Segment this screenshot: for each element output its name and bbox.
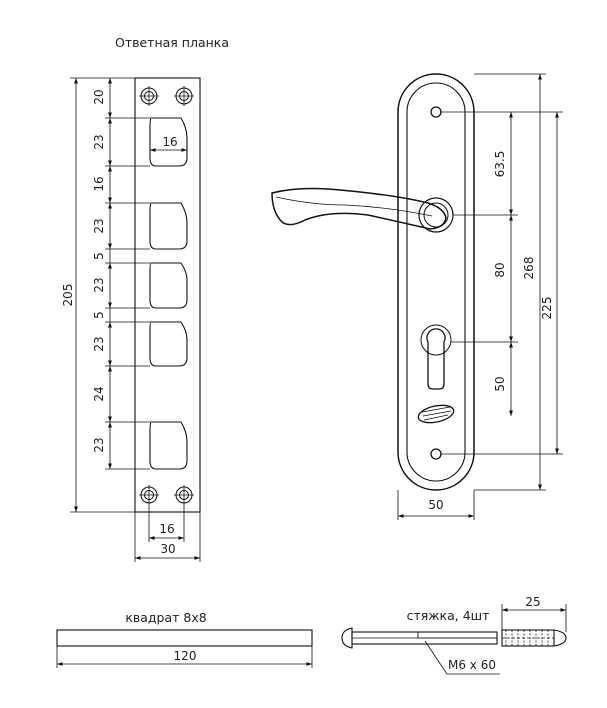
- tie-bolt: стяжка, 4шт 25 М6 х 60: [341, 595, 567, 675]
- tie-bolt-title: стяжка, 4шт: [407, 608, 490, 623]
- lever-handle: [271, 187, 447, 230]
- dim-label-225: 225: [540, 297, 554, 320]
- sleeve-thread-hatch: [502, 630, 554, 646]
- dim-label-16-bottom: 16: [159, 522, 174, 536]
- thumb-turn-icon: [417, 404, 455, 424]
- strike-slot: [149, 321, 188, 367]
- dim-label-50-width: 50: [428, 498, 443, 512]
- thread-label: М6 х 60: [448, 658, 496, 672]
- dim-label-5: 5: [92, 252, 106, 260]
- dim-label-120: 120: [174, 649, 197, 663]
- square-bar-title: квадрат 8х8: [125, 610, 206, 625]
- dim-label-30: 30: [160, 542, 175, 556]
- dim-label-20: 20: [92, 89, 106, 104]
- dim-label-23: 23: [92, 437, 106, 452]
- strike-slot: [149, 421, 188, 470]
- bolt-head: [341, 627, 353, 649]
- bolt-thread: [417, 631, 498, 639]
- strike-slot: [149, 262, 188, 309]
- screw-hole-icon: [139, 86, 159, 106]
- backplate-outer: [397, 73, 475, 491]
- strike-plate-outline: [134, 77, 201, 513]
- dim-label-50v: 50: [493, 376, 507, 391]
- keyhole-rosette: [420, 324, 452, 356]
- dim-label-23: 23: [92, 218, 106, 233]
- square-bar-outline: [56, 629, 313, 647]
- square-bar: квадрат 8х8 120: [56, 610, 313, 668]
- bottom-extension-lines: [134, 505, 201, 562]
- strike-slot: [149, 117, 188, 167]
- leader-line: [424, 640, 500, 675]
- dim-label-slot-width: 16: [162, 135, 177, 149]
- dim-label-80: 80: [493, 262, 507, 277]
- dim-label-16: 16: [92, 176, 106, 191]
- dim-label-63-5: 63.5: [493, 151, 507, 178]
- keyhole-icon: [426, 328, 446, 390]
- handle-plate: 63.5 80 50 268 225 50: [271, 73, 563, 520]
- dim-label-23: 23: [92, 134, 106, 149]
- dim-label-23: 23: [92, 277, 106, 292]
- strike-plate: Ответная планка: [61, 35, 229, 562]
- dim-label-268: 268: [522, 257, 536, 280]
- screw-hole-icon: [430, 448, 442, 460]
- screw-hole-icon: [430, 106, 442, 118]
- dim-label-5: 5: [92, 311, 106, 319]
- handle-rosette-inner: [423, 202, 449, 228]
- dim-label-23: 23: [92, 336, 106, 351]
- strike-plate-title: Ответная планка: [115, 35, 229, 50]
- extension-lines: [70, 77, 150, 513]
- dim-label-25: 25: [525, 595, 540, 609]
- backplate-inner: [406, 82, 466, 482]
- screw-hole-icon: [174, 485, 194, 505]
- strike-slot: [149, 202, 188, 250]
- screw-hole-icon: [139, 485, 159, 505]
- dim-label-205: 205: [61, 284, 75, 307]
- sleeve-nut-head: [553, 629, 567, 647]
- screw-hole-icon: [174, 86, 194, 106]
- handle-extension-lines: [397, 73, 563, 520]
- dim-label-24: 24: [92, 386, 106, 401]
- lever-handle-edge: [275, 196, 433, 217]
